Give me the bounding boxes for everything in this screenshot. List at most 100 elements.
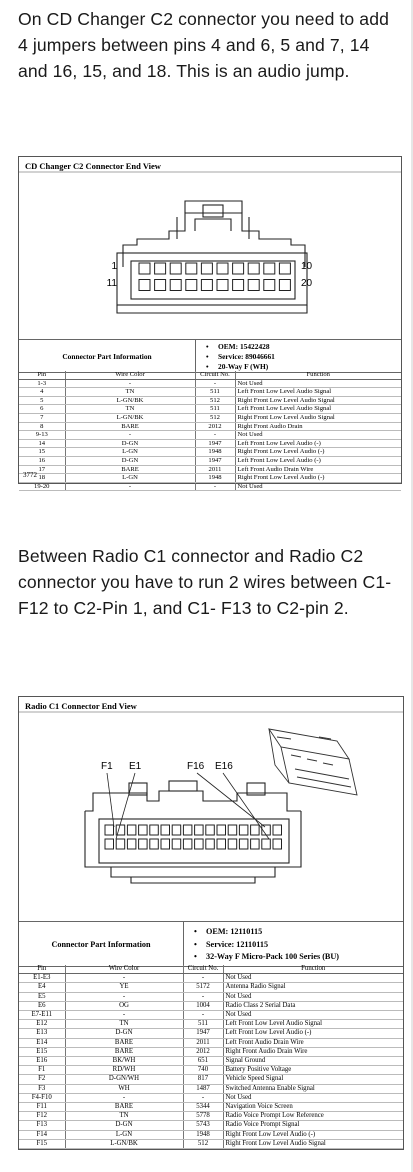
c2-oem: OEM: 15422428 <box>204 342 275 352</box>
c1-cavity <box>216 838 226 850</box>
c1-cell-function: Left Front Low Level Audio (-) <box>223 1028 403 1039</box>
c2-cell-pin: 16 <box>19 456 66 466</box>
c2-cell-wire-color: L-GN <box>65 447 196 457</box>
c2-cell-function: Left Front Audio Drain Wire <box>235 465 401 475</box>
c2-cavity <box>200 262 213 275</box>
c1-cavity <box>272 838 282 850</box>
c1-cell-wire-color: D-GN <box>65 1028 184 1039</box>
c2-cavity <box>216 279 229 291</box>
c1-cell-wire-color: WH <box>65 1084 184 1094</box>
c2-table-header: Pin Wire Color Circuit No. Function <box>19 371 401 380</box>
c1-cell-function: Not Used <box>223 1010 403 1021</box>
c1-cell-wire-color: L-GN <box>65 1130 184 1140</box>
c1-cell-circuit: 5743 <box>183 1120 224 1131</box>
c1-cell-function: Radio Voice Prompt Signal <box>223 1120 403 1131</box>
c1-cell-circuit: - <box>183 1093 224 1104</box>
c1-cell-circuit: 5172 <box>183 982 224 993</box>
c1-cell-function: Radio Class 2 Serial Data <box>223 1001 403 1012</box>
c1-cell-pin: E12 <box>19 1019 66 1030</box>
c2-cell-circuit: 511 <box>195 387 236 397</box>
c2-cell-function: Left Front Low Level Audio (-) <box>235 439 401 449</box>
c2-connector-diagram: 1 11 10 20 <box>19 171 401 314</box>
c1-cell-wire-color: RD/WH <box>65 1065 184 1076</box>
c1-cell-function: Battery Positive Voltage <box>223 1065 403 1076</box>
c1-cell-wire-color: - <box>65 1093 184 1104</box>
c2-part-info: Connector Part Information OEM: 15422428… <box>19 339 401 373</box>
c1-cavity <box>261 838 271 850</box>
c1-cavity <box>205 838 215 850</box>
middle-paragraph: Between Radio C1 connector and Radio C2 … <box>18 546 392 618</box>
c1-cell-function: Switched Antenna Enable Signal <box>223 1084 403 1094</box>
c2-cavity <box>185 279 198 291</box>
c1-cavity <box>238 838 249 850</box>
c1-document-title: Radio C1 Connector End View <box>25 701 137 711</box>
c1-cavity <box>261 824 271 836</box>
c1-cell-circuit: - <box>183 973 224 984</box>
c1-cell-wire-color: TN <box>65 1111 184 1122</box>
c2-cell-wire-color: L-GN <box>65 473 196 483</box>
c2-cell-circuit: 2012 <box>195 422 236 432</box>
c1-cavity <box>115 824 126 836</box>
c1-connector-document: Radio C1 Connector End View F1 E1 F16 E1… <box>18 696 404 1150</box>
c2-document-title: CD Changer C2 Connector End View <box>25 161 161 171</box>
c2-cavity <box>232 262 245 275</box>
c1-cavity <box>138 838 148 850</box>
c2-cell-circuit: - <box>195 379 236 389</box>
c2-cell-circuit: - <box>195 430 236 440</box>
c1-label-e16: E16 <box>215 761 233 772</box>
c1-table-row: E5--Not Used <box>19 992 403 1002</box>
c1-cavity <box>126 824 137 836</box>
c2-cavity <box>169 279 182 291</box>
c2-cell-function: Not Used <box>235 379 401 389</box>
c1-cell-pin: E16 <box>19 1056 66 1067</box>
c2-cell-pin: 4 <box>19 387 66 397</box>
c1-table-row: F4-F10--Not Used <box>19 1093 403 1104</box>
c2-cell-pin: 1-3 <box>19 379 66 389</box>
c2-cell-circuit: 1947 <box>195 456 236 466</box>
c2-pin-label-1: 1 <box>111 261 117 272</box>
c1-cell-pin: E7-E11 <box>19 1010 66 1021</box>
c1-cell-wire-color: TN <box>65 1019 184 1030</box>
c1-cavity <box>126 838 137 850</box>
c1-cavity <box>160 824 170 836</box>
c2-cavity <box>247 262 260 275</box>
c1-header-pin: Pin <box>19 965 66 975</box>
c2-cell-function: Not Used <box>235 482 401 492</box>
c1-cell-pin: F15 <box>19 1139 66 1150</box>
c2-info-label: Connector Part Information <box>19 340 196 372</box>
c2-cell-function: Left Front Low Level Audio Signal <box>235 387 401 397</box>
c2-cavity <box>200 279 213 291</box>
c2-cell-wire-color: - <box>65 430 196 440</box>
c1-cell-function: Vehicle Speed Signal <box>223 1074 403 1085</box>
c1-cell-function: Not Used <box>223 1093 403 1104</box>
c1-cell-wire-color: BARE <box>65 1047 184 1058</box>
c1-cell-function: Not Used <box>223 992 403 1002</box>
c1-cavity <box>171 838 182 850</box>
c1-header-circuit: Circuit No. <box>183 965 224 975</box>
c2-service: Service: 89046661 <box>204 352 275 362</box>
c1-cell-function: Left Front Audio Drain Wire <box>223 1038 403 1048</box>
c1-cell-wire-color: - <box>65 1010 184 1021</box>
intro-paragraph: On CD Changer C2 connector you need to a… <box>18 9 389 81</box>
c2-cavity-grid <box>138 262 291 291</box>
c1-cell-wire-color: D-GN <box>65 1120 184 1131</box>
c2-cavity <box>216 262 229 275</box>
c1-cell-function: Antenna Radio Signal <box>223 982 403 993</box>
c1-cavity <box>216 824 226 836</box>
c2-cavity <box>154 262 167 275</box>
c1-cell-circuit: 512 <box>183 1139 224 1150</box>
c2-cell-function: Right Front Low Level Audio (-) <box>235 447 401 457</box>
